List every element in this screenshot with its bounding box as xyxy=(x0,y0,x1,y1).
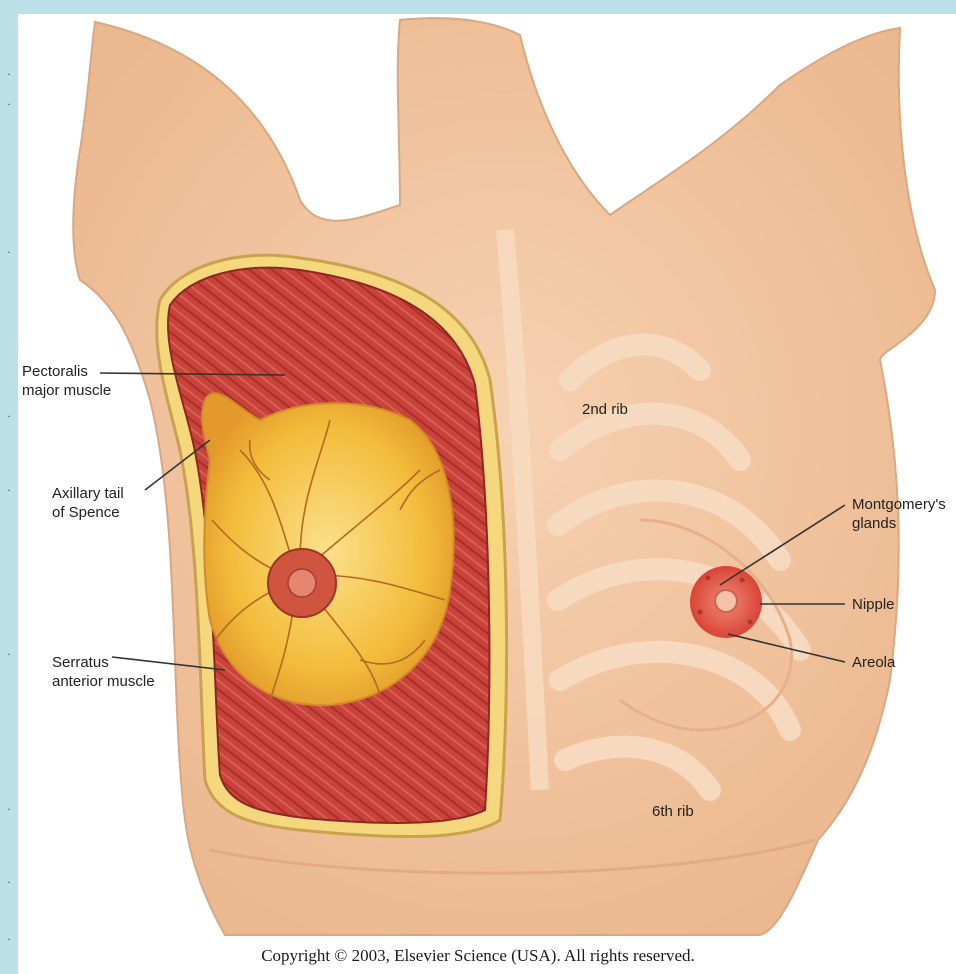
montgomery-gland-dot xyxy=(698,610,703,615)
label-axillary-tail: Axillary tail of Spence xyxy=(52,484,124,522)
anatomy-illustration xyxy=(18,14,956,944)
label-montgomery-line1: Montgomery's xyxy=(852,495,946,514)
label-axillary-tail-line1: Axillary tail xyxy=(52,484,124,503)
frame-glyph: · xyxy=(3,486,15,498)
label-montgomery: Montgomery's glands xyxy=(852,495,946,533)
label-areola: Areola xyxy=(852,653,895,672)
frame-glyph: · xyxy=(3,70,15,82)
label-second-rib: 2nd rib xyxy=(582,400,628,419)
label-nipple: Nipple xyxy=(852,595,895,614)
label-pectoralis-line1: Pectoralis xyxy=(22,362,111,381)
copyright-notice: Copyright © 2003, Elsevier Science (USA)… xyxy=(0,946,956,966)
left-nipple xyxy=(288,569,316,597)
montgomery-gland-dot xyxy=(706,576,711,581)
label-serratus-line2: anterior muscle xyxy=(52,672,155,691)
label-pectoralis-line2: major muscle xyxy=(22,381,111,400)
slide-frame-top xyxy=(0,0,956,14)
label-sixth-rib: 6th rib xyxy=(652,802,694,821)
frame-glyph: · xyxy=(3,805,15,817)
frame-glyph: · xyxy=(3,878,15,890)
slide-frame-left: · · · · · · · · · xyxy=(0,0,18,974)
montgomery-gland-dot xyxy=(748,620,753,625)
right-nipple xyxy=(715,590,737,612)
montgomery-gland-dot xyxy=(740,578,745,583)
label-pectoralis: Pectoralis major muscle xyxy=(22,362,111,400)
frame-glyph: · xyxy=(3,650,15,662)
label-serratus-line1: Serratus xyxy=(52,653,155,672)
label-axillary-tail-line2: of Spence xyxy=(52,503,124,522)
frame-glyph: · xyxy=(3,412,15,424)
label-serratus: Serratus anterior muscle xyxy=(52,653,155,691)
frame-glyph: · xyxy=(3,100,15,112)
frame-glyph: · xyxy=(3,248,15,260)
label-montgomery-line2: glands xyxy=(852,514,946,533)
